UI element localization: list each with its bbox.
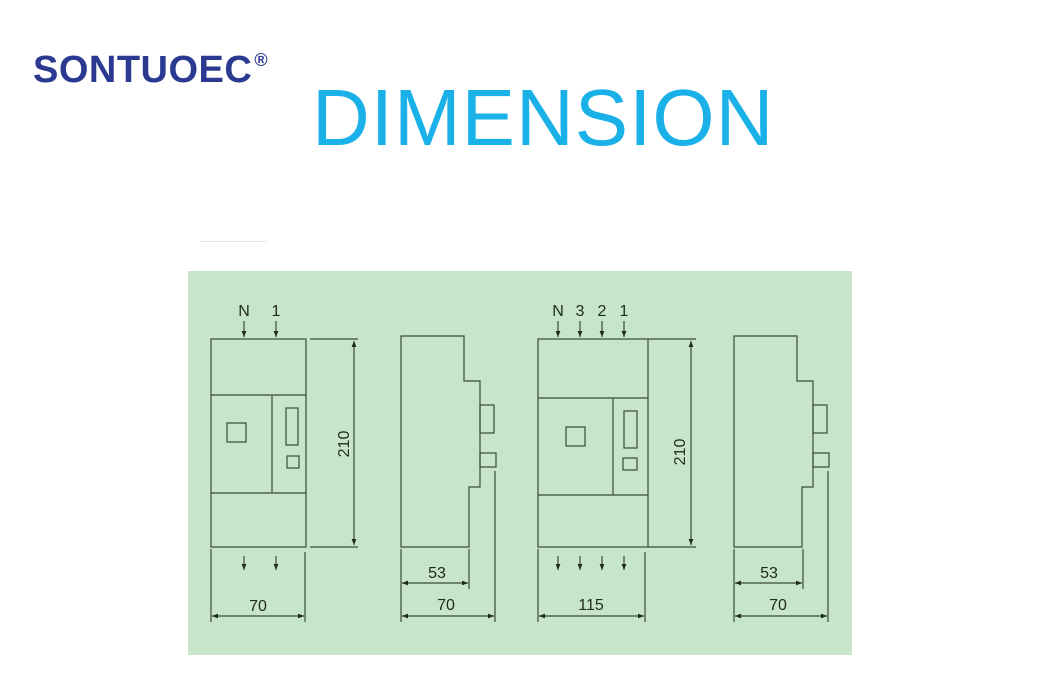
handle-slot-icon <box>285 407 299 446</box>
dimension-drawing: N 1 210 70 53 70 N 3 2 1 210 115 53 70 <box>210 303 830 622</box>
indicator-window-icon <box>622 457 638 471</box>
test-button-icon <box>565 426 586 447</box>
terminal-label: 1 <box>272 303 281 320</box>
height-dimension-label: 210 <box>672 439 689 466</box>
page-title: DIMENSION <box>312 73 775 162</box>
terminal-label: 1 <box>620 303 629 320</box>
decorative-divider <box>200 241 267 242</box>
four-pole-side-view <box>733 335 830 622</box>
width-dimension-label: 115 <box>578 597 604 614</box>
terminal-label: N <box>238 303 250 320</box>
brand-logo: SONTUOEC® <box>33 51 268 89</box>
height-dimension-label: 210 <box>336 431 353 458</box>
depth-inner-label: 53 <box>428 565 446 582</box>
two-pole-front-view <box>210 321 358 622</box>
depth-inner-label: 53 <box>760 565 778 582</box>
registered-mark: ® <box>254 50 269 70</box>
brand-name: SONTUOEC <box>33 49 253 91</box>
terminal-label: 2 <box>598 303 607 320</box>
depth-outer-label: 70 <box>769 597 787 614</box>
handle-slot-icon <box>623 410 638 449</box>
terminal-label: N <box>552 303 564 320</box>
indicator-window-icon <box>286 455 300 469</box>
terminal-label: 3 <box>576 303 585 320</box>
two-pole-side-view <box>400 335 497 622</box>
test-button-icon <box>226 422 247 443</box>
dimension-drawing-panel: N 1 210 70 53 70 N 3 2 1 210 115 53 70 <box>188 271 852 655</box>
four-pole-front-view <box>537 321 696 622</box>
width-dimension-label: 70 <box>249 598 267 615</box>
depth-outer-label: 70 <box>437 597 455 614</box>
